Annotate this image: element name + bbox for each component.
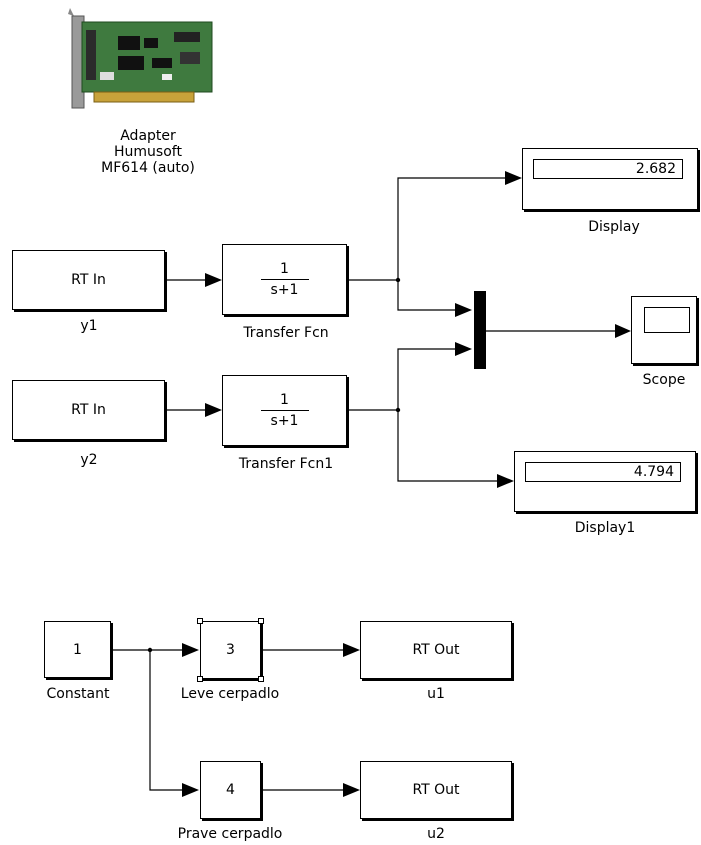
mux-block[interactable] xyxy=(474,291,486,369)
adapter-label-line2: Humusoft xyxy=(114,144,182,160)
rt-out-label-u2: u2 xyxy=(427,826,445,842)
tf-denominator: s+1 xyxy=(271,280,299,298)
selection-handle[interactable] xyxy=(197,618,203,624)
display1-label: Display1 xyxy=(575,520,636,536)
arrowhead-icon xyxy=(343,643,360,657)
gain-block-prave[interactable]: 4 xyxy=(200,761,261,819)
scope-block[interactable] xyxy=(631,296,697,364)
rt-out-label-u1: u1 xyxy=(427,686,445,702)
rt-in-block-y1[interactable]: RT In xyxy=(12,250,165,310)
signal-line[interactable] xyxy=(398,280,455,310)
rt-out-block-u2[interactable]: RT Out xyxy=(360,761,512,819)
arrowhead-icon xyxy=(205,403,222,417)
rt-out-text: RT Out xyxy=(412,642,459,658)
tf-numerator: 1 xyxy=(278,261,291,279)
display-label: Display xyxy=(588,219,640,235)
pci-card-icon xyxy=(62,8,222,116)
transfer-fcn1-block[interactable]: 1 s+1 xyxy=(222,375,347,446)
arrowhead-icon xyxy=(182,643,199,657)
arrowhead-icon xyxy=(455,303,472,317)
signal-line[interactable] xyxy=(150,650,182,790)
signal-line[interactable] xyxy=(398,410,497,481)
constant-value: 1 xyxy=(73,642,82,658)
display-readout: 2.682 xyxy=(533,159,683,179)
transfer-fcn-label: Transfer Fcn xyxy=(243,325,328,341)
arrowhead-icon xyxy=(505,171,522,185)
display-block[interactable]: 2.682 xyxy=(522,148,698,210)
gain-value: 4 xyxy=(226,782,235,798)
signal-line[interactable] xyxy=(348,349,455,410)
adapter-label-line3: MF614 (auto) xyxy=(101,160,195,176)
scope-screen-icon xyxy=(644,307,690,333)
constant-block[interactable]: 1 xyxy=(44,621,111,678)
adapter-block[interactable] xyxy=(62,8,222,116)
adapter-label-line1: Adapter xyxy=(120,128,176,144)
rt-out-block-u1[interactable]: RT Out xyxy=(360,621,512,679)
tf-numerator: 1 xyxy=(278,392,291,410)
transfer-fcn1-label: Transfer Fcn1 xyxy=(239,456,333,472)
gain-block-leve[interactable]: 3 xyxy=(200,621,261,679)
display1-block[interactable]: 4.794 xyxy=(514,451,696,512)
rt-in-label-y2: y2 xyxy=(80,452,97,468)
rt-out-text: RT Out xyxy=(412,782,459,798)
transfer-fcn-block[interactable]: 1 s+1 xyxy=(222,244,347,315)
selection-handle[interactable] xyxy=(197,676,203,682)
signal-line[interactable] xyxy=(348,178,505,280)
selection-handle[interactable] xyxy=(258,618,264,624)
arrowhead-icon xyxy=(205,273,222,287)
branch-point xyxy=(396,278,400,282)
branch-point xyxy=(396,408,400,412)
arrowhead-icon xyxy=(615,324,631,338)
arrowhead-icon xyxy=(343,783,360,797)
selection-handle[interactable] xyxy=(258,676,264,682)
constant-label: Constant xyxy=(47,686,110,702)
arrowhead-icon xyxy=(182,783,199,797)
display1-readout: 4.794 xyxy=(525,462,681,482)
scope-label: Scope xyxy=(643,372,686,388)
rt-in-text: RT In xyxy=(71,272,106,288)
branch-point xyxy=(148,648,152,652)
tf-denominator: s+1 xyxy=(271,411,299,429)
gain-label-prave: Prave cerpadlo xyxy=(178,826,283,842)
gain-value: 3 xyxy=(226,642,235,658)
arrowhead-icon xyxy=(497,474,514,488)
gain-label-leve: Leve cerpadlo xyxy=(181,686,279,702)
rt-in-block-y2[interactable]: RT In xyxy=(12,380,165,440)
arrowhead-icon xyxy=(455,342,472,356)
rt-in-text: RT In xyxy=(71,402,106,418)
rt-in-label-y1: y1 xyxy=(80,318,97,334)
